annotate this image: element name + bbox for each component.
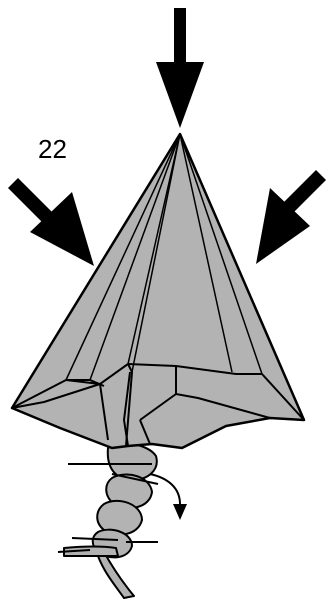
twist-arrow-icon — [150, 474, 187, 520]
push-arrow-left-icon — [8, 178, 94, 266]
step-number: 22 — [38, 136, 67, 162]
push-arrow-top-icon — [156, 8, 204, 128]
twisted-stem-icon — [64, 444, 157, 598]
pyramid-body — [12, 134, 304, 448]
push-arrow-right-icon — [256, 170, 326, 264]
